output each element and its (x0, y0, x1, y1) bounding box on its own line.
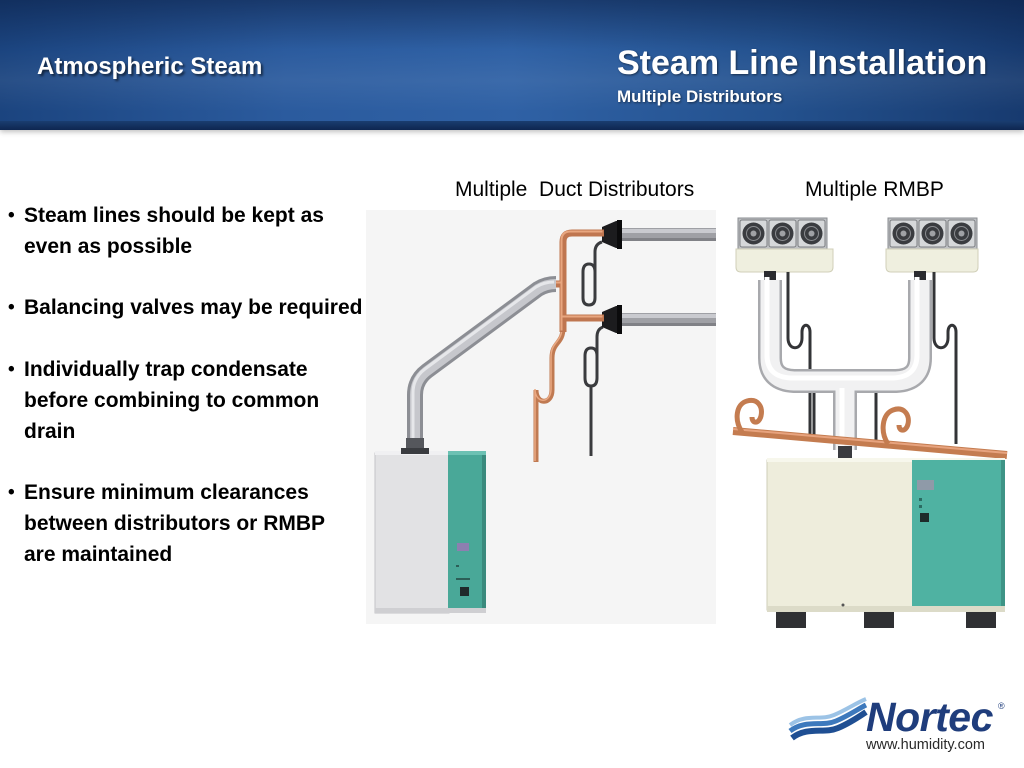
bullet-item: • Ensure minimum clearances between dist… (0, 478, 370, 570)
duct-distributors-label: Multiple Duct Distributors (455, 178, 695, 201)
bullet-item: • Balancing valves may be required (0, 293, 370, 324)
rmbp-unit-left (735, 217, 834, 281)
nortec-wave-icon (788, 697, 868, 741)
header-bottom-band (0, 121, 1024, 130)
website-url: www.humidity.com (866, 737, 985, 753)
bullet-line: Individually trap condensate (24, 357, 308, 381)
registered-mark: ® (998, 701, 1005, 711)
humidifier-switch (920, 513, 929, 522)
fan-icon (797, 219, 826, 248)
steam-hose (407, 276, 557, 444)
rmbp-label: Multiple RMBP (805, 178, 944, 201)
rmbp-unit-right (885, 217, 979, 281)
bullet-marker: • (8, 482, 15, 504)
bullet-line: before combining to common (24, 388, 320, 412)
section-title: Atmospheric Steam (37, 53, 263, 80)
logo-wordmark: Nortec (866, 694, 993, 740)
copper-condensate-trap (533, 326, 566, 462)
rmbp-base-plate (885, 248, 979, 273)
copper-trap-right (880, 406, 911, 446)
steam-outlet-fitting (401, 438, 429, 454)
steam-pipe-manifold (758, 277, 932, 450)
copper-trap-left (734, 397, 764, 434)
bullet-line: even as possible (24, 234, 193, 258)
fan-icon (918, 219, 947, 248)
bullet-marker: • (8, 358, 15, 380)
bullet-list: • Steam lines should be kept as even as … (0, 201, 370, 601)
rmbp-base-plate (735, 248, 834, 273)
slide-title: Steam Line Installation (617, 44, 988, 82)
fan-icon (947, 219, 976, 248)
distributor-upper (602, 220, 622, 249)
humidifier-display (917, 480, 934, 490)
fan-icon (739, 219, 768, 248)
distributor-lower (602, 305, 622, 334)
rmbp-connector (914, 271, 926, 281)
rmbp-diagram (732, 217, 1008, 628)
humidifier-display (457, 543, 469, 551)
bullet-line: drain (24, 419, 76, 443)
duct-pipe-upper (620, 228, 716, 241)
bullet-marker: • (8, 297, 15, 319)
duct-distributors-diagram (366, 210, 716, 624)
bullet-item: • Steam lines should be kept as even as … (0, 201, 370, 263)
duct-pipe-lower (620, 313, 716, 326)
condensate-line-right (932, 272, 958, 444)
copper-condensate-header (732, 397, 1008, 459)
fan-icon (768, 219, 797, 248)
humidifier-foot (966, 612, 996, 628)
bullet-line: Steam lines should be kept as (24, 204, 324, 227)
steam-outlet-fitting (838, 446, 852, 461)
humidifier-unit-right (766, 458, 1005, 628)
bullet-line: Balancing valves may be required (24, 296, 363, 320)
bullet-line: Ensure minimum clearances (24, 481, 309, 505)
slide-subtitle: Multiple Distributors (617, 87, 783, 106)
humidifier-foot (864, 612, 894, 628)
bullet-line: between distributors or RMBP (24, 511, 326, 535)
humidifier-cabinet (374, 452, 450, 614)
humidifier-foot (776, 612, 806, 628)
condensate-drain-lower (583, 325, 604, 456)
bullet-line: are maintained (24, 542, 173, 566)
humidifier-unit-left (374, 451, 486, 614)
condensate-line-left (786, 272, 812, 438)
bullet-marker: • (8, 205, 15, 226)
humidifier-cabinet (766, 459, 914, 611)
rmbp-connector (764, 271, 776, 281)
condensate-drain-upper (581, 240, 603, 307)
humidifier-teal-door (448, 453, 486, 613)
fan-icon (889, 219, 918, 248)
slide-header: Atmospheric Steam Steam Line Installatio… (0, 0, 1024, 130)
humidifier-switch (460, 587, 469, 596)
bullet-item: • Individually trap condensate before co… (0, 355, 370, 447)
